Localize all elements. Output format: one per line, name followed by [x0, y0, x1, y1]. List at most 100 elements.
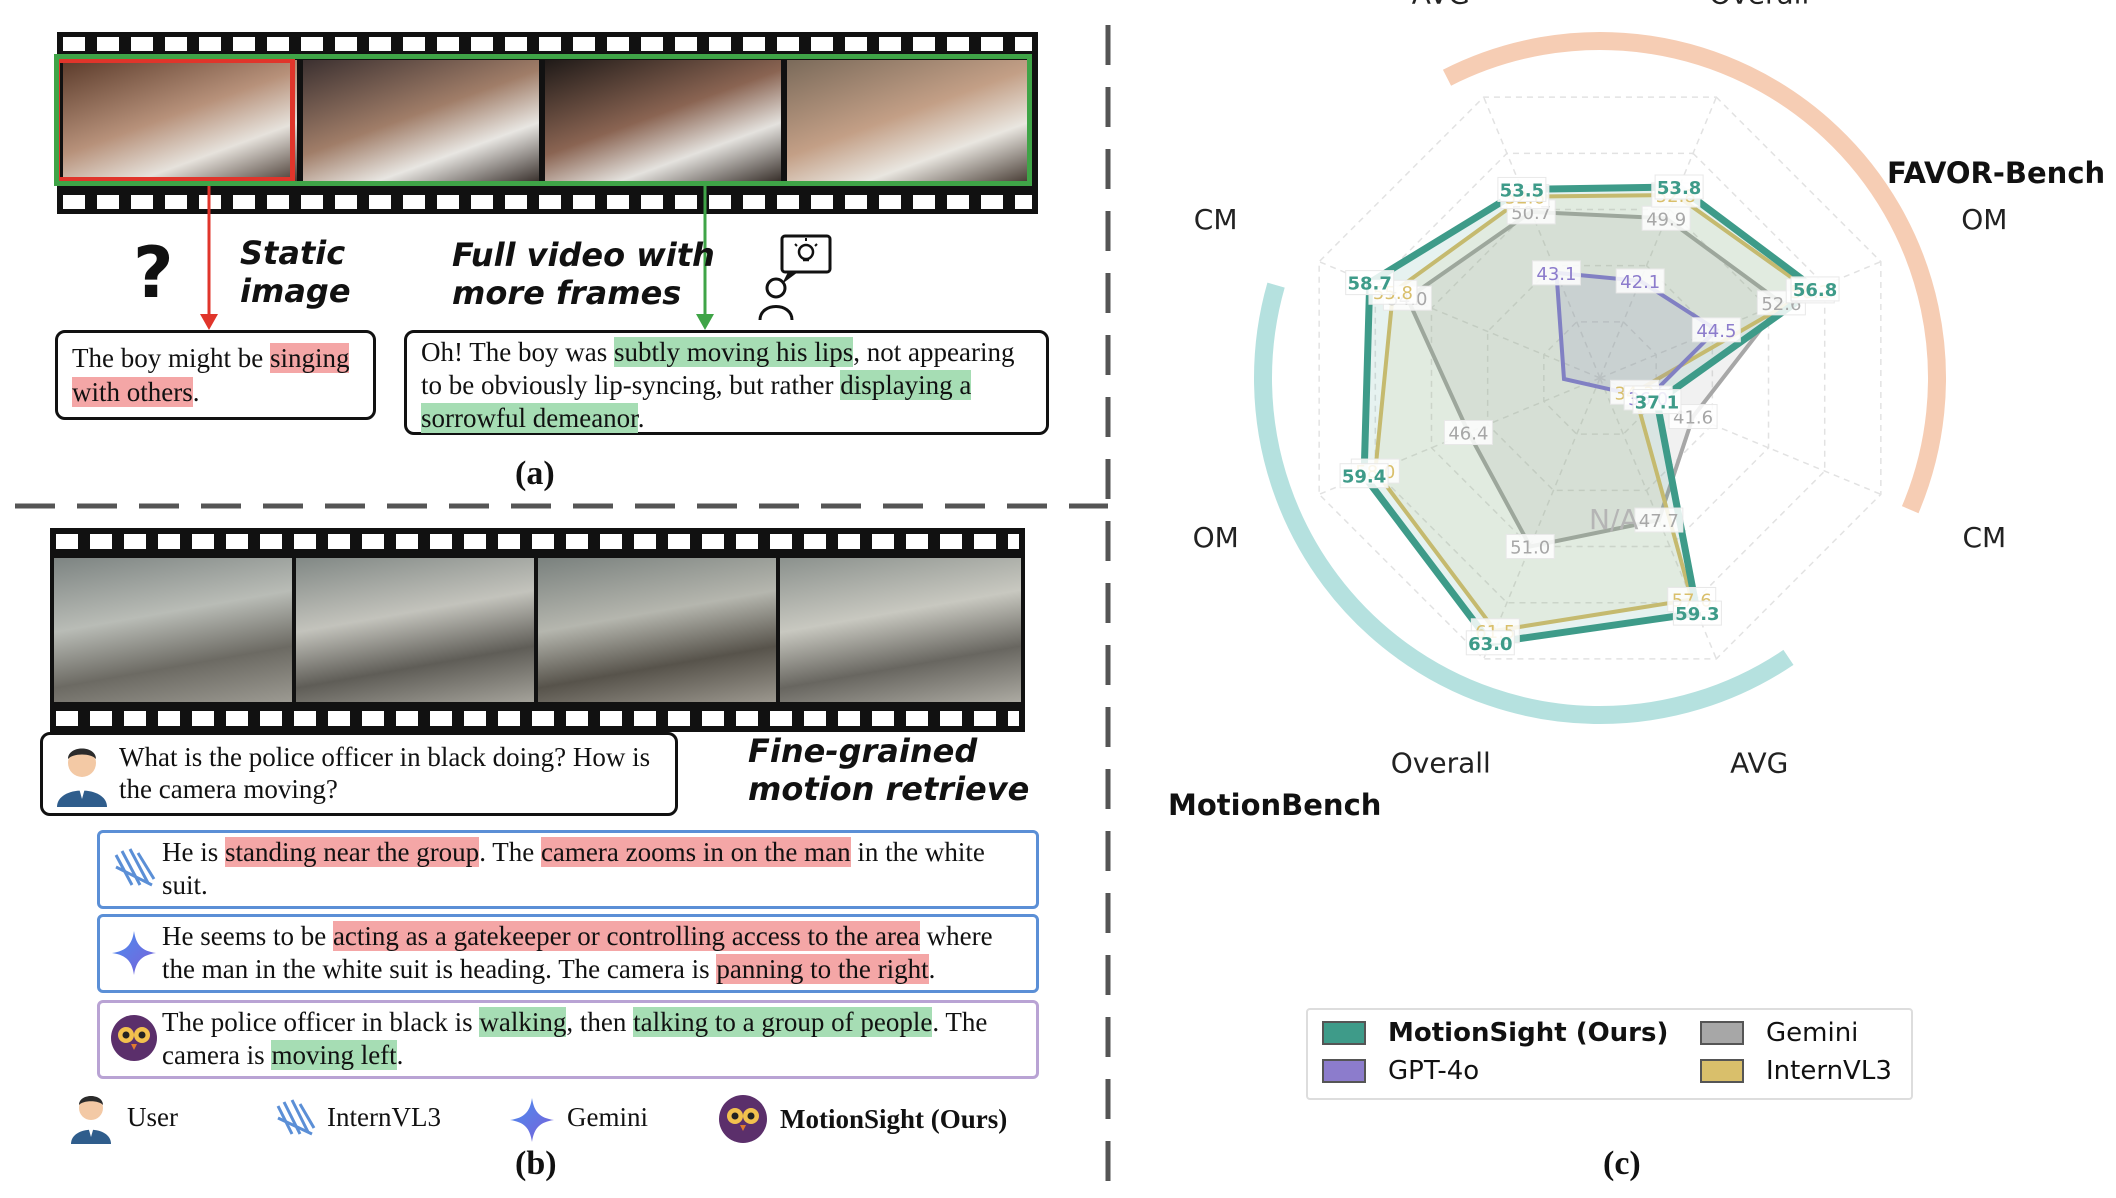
gemini-answer-segment: acting as a gatekeeper or controlling ac…	[332, 921, 920, 951]
panel-a-caption: (a)	[515, 455, 555, 492]
data-label-bg	[1672, 600, 1722, 626]
data-label-text: 59.4	[1342, 467, 1386, 488]
favor-bench-label: FAVOR-Bench	[1887, 156, 2106, 190]
full-answer-segment: , not appearing to be obviously lip-sync…	[421, 337, 1015, 400]
gemini-logo-icon	[112, 931, 156, 975]
series-motionsight-ours-	[1360, 183, 1821, 647]
data-label-text: 53.5	[1500, 180, 1544, 201]
gemini-answer-box: He seems to be acting as a gatekeeper or…	[97, 914, 1039, 993]
data-label-bg	[1790, 276, 1840, 302]
data-label: 51.0	[1505, 534, 1555, 560]
legend-user-icon	[71, 1096, 111, 1144]
motionsight-answer-segment: .	[396, 1040, 404, 1070]
retrieve-label-line2: motion retrieve	[748, 770, 1030, 808]
axis-label: CM	[1962, 521, 2006, 554]
panel-b: What is the police officer in black doin…	[0, 510, 1108, 1198]
panel-a: ? Static image Full video with more fram…	[0, 0, 1108, 506]
motionbench-label: MotionBench	[1168, 788, 1382, 822]
legend-entry: MotionSight (Ours)	[1322, 1018, 1668, 1048]
data-label: 53.8	[1654, 174, 1704, 200]
data-label-text: 59.3	[1675, 604, 1719, 625]
sprocket-holes-bottom	[63, 195, 1032, 209]
axis-label: CM	[1194, 203, 1238, 236]
video-frame-1	[63, 60, 297, 186]
data-label-text: 53.8	[1657, 178, 1701, 199]
legend-gemini-icon	[510, 1098, 554, 1142]
data-label: 53.5	[1497, 176, 1547, 202]
sprocket-holes-top	[63, 37, 1032, 51]
static-label-line1: Static	[240, 234, 346, 272]
video-frame-1	[54, 558, 292, 702]
legend-gemini-label: Gemini	[567, 1102, 648, 1132]
static-answer-segment: with others	[72, 377, 193, 407]
legend-entry: InternVL3	[1700, 1056, 1892, 1086]
full-video-label-line2: more frames	[452, 274, 682, 312]
full-answer-segment: Oh! The boy was	[421, 337, 614, 367]
internvl3-answer-segment: . The	[479, 837, 541, 867]
gemini-answer-segment: He seems to be	[162, 921, 333, 951]
grid-ring	[1318, 96, 1882, 660]
data-label-bg	[1615, 268, 1665, 294]
axis-label: AVG	[1730, 746, 1788, 779]
full-video-answer-text: Oh! The boy was subtly moving his lips, …	[421, 337, 1014, 433]
legend-motionsight-icon	[719, 1095, 767, 1143]
legend-swatch	[1322, 1059, 1366, 1083]
motionsight-owl-logo-icon	[111, 1015, 157, 1061]
data-label: 59.4	[1339, 463, 1389, 489]
static-label-line2: image	[240, 272, 351, 310]
panel-a-arrows	[200, 186, 714, 330]
data-label-bg	[1654, 174, 1704, 200]
internvl3-answer-segment: in the white suit.	[162, 837, 985, 900]
question-text: What is the police officer in black doin…	[119, 742, 651, 804]
data-label: 47.7	[1634, 507, 1684, 533]
data-label-bg	[1634, 507, 1684, 533]
internvl-answer-box: He is standing near the group. The camer…	[97, 830, 1039, 909]
data-label-bg	[1345, 270, 1395, 296]
grid-ring	[1543, 321, 1657, 435]
internvl3-answer-segment: standing near the group	[225, 837, 480, 867]
data-label: 44.5	[1691, 317, 1741, 343]
video-frame-4	[780, 558, 1021, 702]
legend-internvl-icon	[276, 1099, 316, 1136]
motionsight-answer-segment: The police officer in black is	[162, 1007, 480, 1037]
favor-bench-arc	[1442, 32, 1946, 514]
sprocket-holes-top	[56, 534, 1019, 549]
data-label-bg	[1505, 534, 1555, 560]
axis-label: OM	[1961, 203, 2007, 236]
internvl3-answer-segment: camera zooms in on the man	[540, 837, 851, 867]
data-label: 63.0	[1465, 630, 1515, 656]
data-label-text: 51.0	[1510, 538, 1550, 559]
film-strip-b	[50, 528, 1025, 732]
data-label-bg	[1497, 176, 1547, 202]
data-label-bg	[1632, 389, 1682, 415]
data-label-text: 63.0	[1468, 634, 1512, 655]
data-label: 43.1	[1531, 260, 1581, 286]
static-answer-text: The boy might be singing with others.	[72, 343, 350, 407]
legend-label: InternVL3	[1766, 1056, 1892, 1086]
axis-label: OM	[1193, 521, 1239, 554]
legend-motionsight-label: MotionSight (Ours)	[780, 1104, 1008, 1134]
thinking-person-icon	[758, 234, 832, 321]
full-video-answer-box: Oh! The boy was subtly moving his lips, …	[404, 330, 1049, 435]
data-label-text: 44.5	[1696, 321, 1736, 342]
legend-swatch	[1700, 1059, 1744, 1083]
gemini-answer-segment: .	[928, 954, 936, 984]
legend-swatch	[1322, 1021, 1366, 1045]
legend-entry: GPT-4o	[1322, 1056, 1479, 1086]
data-label: 49.9	[1641, 205, 1691, 231]
full-answer-segment: .	[637, 403, 645, 433]
motionsight-answer-text: The police officer in black is walking, …	[162, 1007, 987, 1070]
data-label-bg	[1443, 420, 1493, 446]
axis-label: Overall	[1709, 0, 1809, 11]
radar-chart: 49.952.641.647.751.046.454.050.752.856.2…	[1193, 0, 2008, 779]
retrieve-label-line1: Fine-grained	[748, 732, 978, 770]
video-frame-2	[296, 558, 534, 702]
data-label: 58.7	[1345, 270, 1395, 296]
data-label: 42.1	[1615, 268, 1665, 294]
user-avatar-icon	[57, 748, 107, 807]
static-answer-segment: .	[192, 377, 200, 407]
sprocket-holes-bottom	[56, 711, 1019, 726]
motionsight-answer-segment: walking	[479, 1007, 567, 1037]
gemini-answer-text: He seems to be acting as a gatekeeper or…	[162, 921, 993, 984]
